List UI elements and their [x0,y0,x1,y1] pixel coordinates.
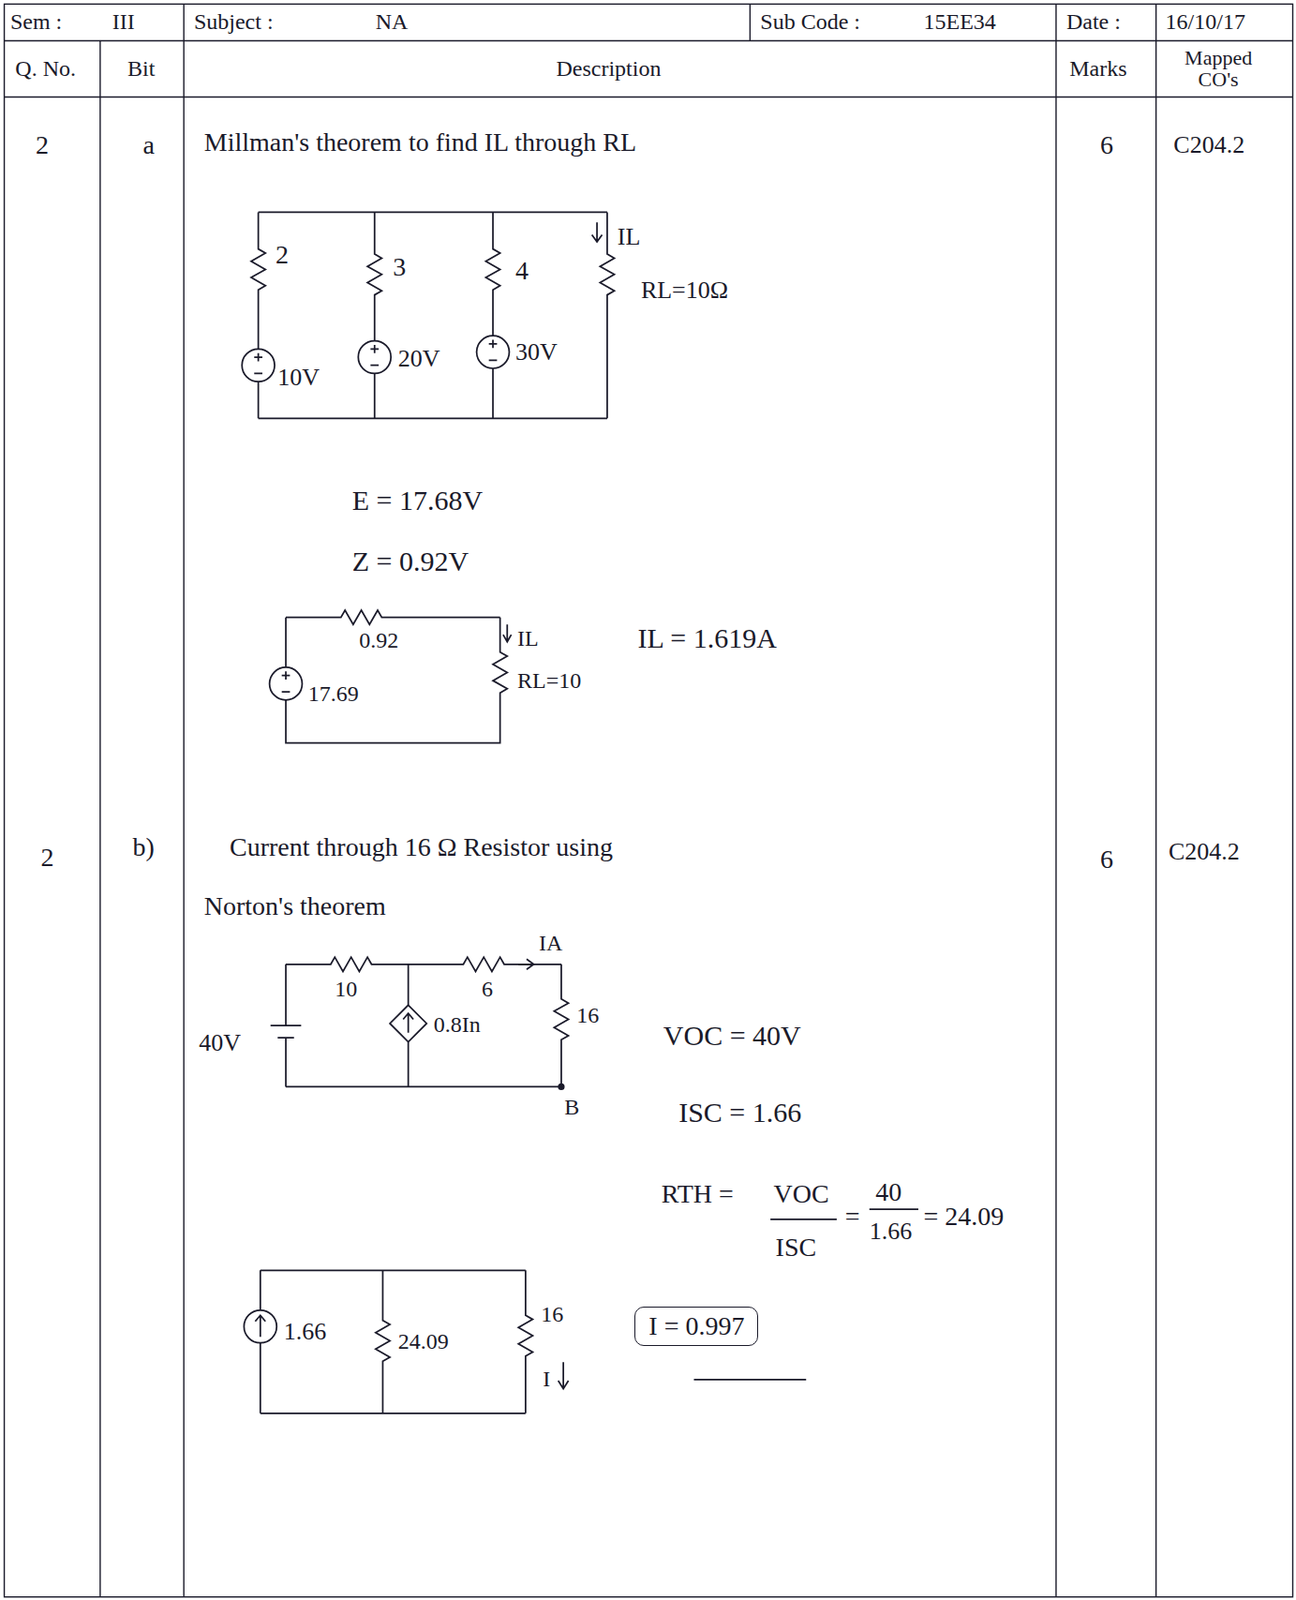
annotation-label: Millman's theorem to find IL through RL [204,127,637,158]
annotation-label: 2 [41,842,55,873]
annotation-label: 20V [398,344,441,373]
annotation-label: 2 [35,130,49,161]
annotation-label: = 24.09 [923,1201,1005,1232]
annotation-label: Current through 16 Ω Resistor using [229,832,613,863]
annotation-label: IL = 1.619A [638,621,777,655]
annotation-label: 3 [392,252,406,283]
annotation-label: C204.2 [1168,837,1240,866]
annotation-label: Mapped CO's [1171,46,1266,90]
annotation-label: 40V [198,1028,241,1058]
annotation-label: 17.69 [308,681,359,708]
annotation-label: 30V [515,338,558,367]
thevenin-equivalent [269,610,512,744]
annotation-label: VOC [773,1178,829,1209]
millman-circuit [241,211,614,418]
annotation-label: 4 [515,254,529,285]
annotation-label: a [142,130,154,161]
annotation-label: IL [617,223,641,252]
annotation-label: 1.66 [869,1217,913,1246]
annotation-label: RL=10 [517,669,581,696]
annotation-label: Marks [1069,56,1127,83]
annotation-label: 0.8In [433,1012,481,1040]
annotation-label: C204.2 [1173,131,1245,160]
annotation-label: RL=10Ω [640,276,729,305]
annotation-label: Q. No. [14,56,76,83]
annotation-label: 24.09 [398,1328,449,1356]
annotation-label: 2 [275,239,289,270]
annotation-label: 0.92 [358,627,399,655]
annotation-label: 40 [875,1176,902,1207]
annotation-label: ISC = 1.66 [678,1096,802,1130]
norton-circuit [270,956,919,1220]
annotation-label: NA [375,9,409,36]
annotation-label: 6 [1100,130,1114,161]
norton-equivalent [243,1269,806,1413]
annotation-label: Sub Code : [759,9,861,36]
annotation-label: Norton's theorem [204,891,387,922]
annotation-label: Date : [1066,9,1121,36]
annotation-label: B [564,1094,580,1121]
annotation-label: Bit [127,56,155,83]
annotation-label: 10 [334,977,358,1004]
annotation-label: III [112,9,135,36]
annotation-label: Description [555,56,661,83]
answer-box: I = 0.997 [634,1306,759,1346]
annotation-label: 16 [576,1002,599,1029]
annotation-label: 15EE34 [923,9,997,36]
annotation-label: I [542,1366,551,1393]
annotation-label: ISC [775,1232,818,1263]
annotation-label: E = 17.68V [352,483,483,517]
annotation-label: Subject : [193,9,274,36]
annotation-label: RTH = [661,1178,734,1209]
annotation-label: 16 [540,1301,564,1328]
annotation-label: IL [517,625,539,653]
annotation-label: 6 [1100,844,1114,875]
annotation-label: b) [133,832,155,863]
annotation-label: 16/10/17 [1165,9,1246,36]
annotation-label: IA [538,931,563,958]
annotation-label: 10V [277,363,320,392]
annotation-label: = [845,1201,861,1232]
annotation-label: Sem : [10,9,62,36]
table-grid [4,3,1294,1596]
annotation-label: 6 [481,977,493,1004]
annotation-label: Z = 0.92V [352,545,469,579]
answer-text: I = 0.997 [648,1310,745,1341]
annotation-label: VOC = 40V [663,1019,802,1053]
annotation-label: 1.66 [283,1317,328,1346]
